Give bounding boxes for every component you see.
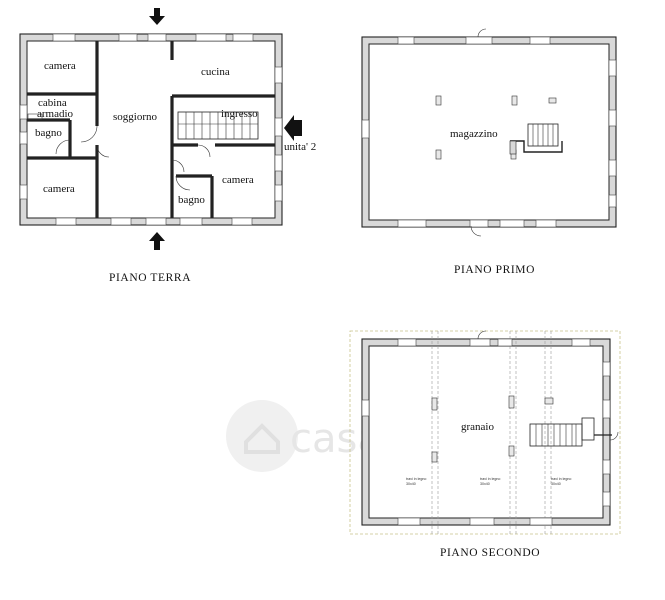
primo-pillar	[435, 149, 442, 160]
arrow-up-icon	[149, 232, 165, 250]
secondo-post	[544, 397, 554, 405]
secondo-stair	[529, 417, 619, 447]
secondo-room-granaio: granaio	[461, 421, 494, 433]
terra-partitions	[27, 41, 275, 218]
plan-piano-secondo: granaio travi in legno 30x40 travi in le…	[349, 330, 621, 559]
terra-stair	[177, 111, 259, 140]
primo-windows	[361, 36, 617, 228]
terra-room-armadio: armadio	[37, 108, 74, 120]
terra-room-camera-bottom: camera	[43, 183, 75, 195]
primo-pillar	[548, 97, 557, 104]
secondo-post	[431, 451, 438, 463]
terra-room-bagno-right: bagno	[178, 194, 205, 206]
secondo-interior	[368, 345, 604, 519]
secondo-caption: PIANO SECONDO	[440, 547, 540, 559]
plan-piano-primo: magazzino PIANO PRIMO	[361, 28, 617, 276]
terra-room-cabina: cabina	[38, 97, 67, 109]
terra-unit-label: unita' 2	[284, 141, 316, 153]
secondo-windows	[361, 338, 611, 526]
terra-room-camera-top: camera	[44, 60, 76, 72]
primo-pillar	[511, 95, 518, 106]
terra-room-camera-right: camera	[222, 174, 254, 186]
terra-doors	[55, 125, 211, 191]
arrow-left-icon	[284, 115, 302, 141]
plan-piano-terra: camera cabina armadio bagno camera soggi…	[19, 8, 316, 284]
terra-room-soggiorno: soggiorno	[113, 111, 158, 123]
secondo-beam-size: 30x40	[480, 482, 490, 486]
terra-windows	[19, 33, 283, 226]
secondo-beam-note: travi in legno	[480, 477, 500, 481]
secondo-beam-note: travi in legno	[406, 477, 426, 481]
terra-room-cucina: cucina	[201, 66, 230, 78]
secondo-beam-note: travi in legno	[551, 477, 571, 481]
secondo-beams	[431, 331, 552, 534]
secondo-beam-size: 30x40	[551, 482, 561, 486]
terra-caption: PIANO TERRA	[109, 272, 191, 284]
primo-pillar	[435, 95, 442, 106]
primo-room-magazzino: magazzino	[450, 128, 498, 140]
secondo-post	[508, 445, 515, 457]
terra-room-ingresso: ingresso	[221, 108, 258, 120]
secondo-post	[508, 395, 515, 409]
primo-caption: PIANO PRIMO	[454, 264, 535, 276]
arrow-down-icon	[149, 8, 165, 25]
primo-stair	[509, 123, 563, 155]
secondo-post	[431, 397, 438, 411]
secondo-beam-size: 30x40	[406, 482, 416, 486]
terra-room-bagno-left: bagno	[35, 127, 62, 139]
